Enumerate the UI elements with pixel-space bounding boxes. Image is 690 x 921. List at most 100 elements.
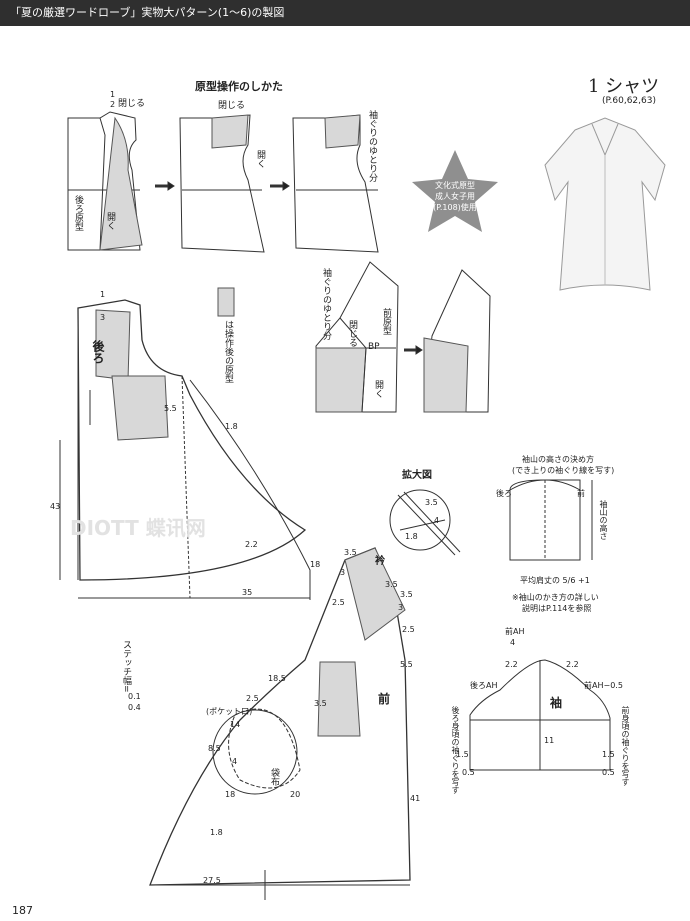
sleeve-cap-front: 前 bbox=[577, 489, 585, 498]
front-manip-block bbox=[315, 261, 491, 413]
back-dim-43: 43 bbox=[50, 502, 61, 511]
sleeve-front-ah: 前AH−0.5 bbox=[584, 681, 623, 690]
sleeve-dim-1-5b: 1.5 bbox=[602, 750, 615, 759]
front-dim-2-5: 2.5 bbox=[332, 598, 345, 607]
front-manip-close: 閉じる bbox=[347, 320, 357, 347]
front-dim-3-5c: 3.5 bbox=[400, 590, 413, 599]
front-dim-3-5a: 3.5 bbox=[344, 548, 357, 557]
watermark: DIOTT 蝶讯网 bbox=[70, 516, 206, 540]
sleeve-note1: ※袖山のかき方の詳しい bbox=[512, 593, 599, 602]
pocket-opening: (ポケット口) bbox=[206, 707, 253, 716]
front-dim-2-5b: 2.5 bbox=[402, 625, 415, 634]
stitch-label: ステッチ幅= bbox=[121, 640, 131, 693]
avg-plus: +1 bbox=[577, 576, 590, 585]
sleeve-dim-1-5a: 1.5 bbox=[456, 750, 469, 759]
front-dim-4: 4 bbox=[232, 757, 238, 766]
sleeve-back-copy: 後ろ身頃の袖ぐりを写す bbox=[451, 706, 460, 794]
step1-close: 閉じる bbox=[118, 99, 146, 109]
section-title: 原型操作のしかた bbox=[195, 80, 283, 93]
front-manip-open: 開く bbox=[373, 380, 383, 398]
pocket-bag: 袋布 bbox=[269, 768, 279, 786]
item-pages: (P.60,62,63) bbox=[602, 96, 656, 106]
front-label: 前 bbox=[378, 692, 391, 706]
front-dim-18-5: 18.5 bbox=[268, 674, 286, 683]
sleeve-label: 袖 bbox=[550, 696, 563, 710]
page-number: 187 bbox=[12, 904, 33, 917]
formula-top: 前AH bbox=[505, 627, 525, 636]
back-panel-label: 後ろ bbox=[91, 340, 105, 364]
star-line: 文化式原型 bbox=[435, 181, 475, 190]
front-dim-8-5: 8.5 bbox=[208, 744, 221, 753]
front-dim-3-5: 3.5 bbox=[314, 699, 327, 708]
back-dim-5-5: 5.5 bbox=[164, 404, 177, 413]
front-panel-drawing bbox=[149, 547, 411, 900]
collar-label: 衿 bbox=[375, 556, 385, 567]
sleeve-dim-2-2b: 2.2 bbox=[566, 660, 579, 669]
sleeve-dim-0-5b: 0.5 bbox=[602, 768, 615, 777]
star-badge bbox=[412, 150, 498, 232]
sleeve-cap-drawing bbox=[509, 479, 593, 561]
formula-bottom: 4 bbox=[510, 638, 516, 647]
sleeve-pattern-drawing bbox=[469, 659, 611, 771]
back-dim-35: 35 bbox=[242, 588, 253, 597]
sleeve-cap-height: 袖山の高さ bbox=[599, 500, 608, 540]
step3-block bbox=[292, 114, 379, 253]
sleeve-back-ah: 後ろAH bbox=[470, 681, 498, 690]
bp-label: BP bbox=[368, 342, 380, 352]
front-dim-3-5b: 3.5 bbox=[385, 580, 398, 589]
sleeve-dim-11: 11 bbox=[544, 736, 555, 745]
front-dim-18: 18 bbox=[225, 790, 236, 799]
step1-open: 開く bbox=[105, 212, 115, 230]
front-dim-3b: 3 bbox=[398, 603, 404, 612]
sleeve-cap-title2: (でき上りの袖ぐり線を写す) bbox=[512, 466, 615, 475]
step2-block bbox=[179, 114, 265, 253]
shirt-photo bbox=[530, 110, 680, 300]
zoom-drawing bbox=[389, 489, 461, 556]
avg-num: 5 bbox=[562, 576, 568, 585]
front-dim-27-5: 27.5 bbox=[203, 876, 221, 885]
front-dim-1-8: 1.8 bbox=[210, 828, 223, 837]
zoom-dim-3-5: 3.5 bbox=[425, 498, 438, 507]
zoom-dim-4: 4 bbox=[434, 516, 440, 525]
step3-ease: 袖ぐりのゆとり分 bbox=[367, 110, 377, 182]
front-dim-14: 14 bbox=[230, 720, 241, 729]
back-dim-1: 1 bbox=[100, 290, 106, 299]
front-manip-label: 前原型 bbox=[381, 308, 391, 335]
step2-open: 開く bbox=[255, 150, 265, 168]
sleeve-note2: 説明はP.114を参照 bbox=[522, 604, 592, 613]
step1-block bbox=[67, 111, 143, 251]
back-dim-2-2: 2.2 bbox=[245, 540, 258, 549]
avg-line: 平均肩丈の 5/6 +1 bbox=[520, 576, 590, 585]
sleeve-front-copy: 前身頃の袖ぐりを写す bbox=[621, 706, 630, 786]
front-manip-ease: 袖ぐりのゆとり分 bbox=[321, 268, 331, 340]
back-panel-drawing bbox=[59, 299, 311, 600]
front-dim-41: 41 bbox=[410, 794, 421, 803]
star-text: 文化式原型 成人女子用 (P.108)使用 bbox=[424, 180, 486, 213]
step1-fraction-den: 2 bbox=[110, 100, 116, 109]
avg-den: 6 bbox=[570, 576, 576, 585]
step1-base-label: 後ろ原型 bbox=[73, 195, 83, 231]
zoom-title: 拡大図 bbox=[402, 470, 432, 481]
page-header: 「夏の厳選ワードローブ」実物大パターン(1〜6)の製図 bbox=[0, 0, 690, 26]
header-title: 「夏の厳選ワードローブ」実物大パターン(1〜6)の製図 bbox=[10, 6, 285, 19]
stitch-value: 0.4 bbox=[128, 703, 141, 712]
step1-fraction-num: 1 bbox=[110, 90, 116, 99]
step2-close: 閉じる bbox=[218, 101, 246, 111]
sleeve-cap-back: 後ろ bbox=[496, 489, 512, 498]
item-title: 1 シャツ bbox=[588, 76, 660, 97]
front-dim-3: 3 bbox=[340, 568, 346, 577]
sleeve-cap-title1: 袖山の高さの決め方 bbox=[522, 455, 594, 464]
front-dim-2-5c: 2.5 bbox=[246, 694, 259, 703]
back-dim-18: 18 bbox=[310, 560, 321, 569]
front-dim-5-5: 5.5 bbox=[400, 660, 413, 669]
stitch-value: 0.1 bbox=[128, 692, 141, 701]
back-dim-1-8: 1.8 bbox=[225, 422, 238, 431]
back-dim-3: 3 bbox=[100, 313, 106, 322]
zoom-dim-1-8: 1.8 bbox=[405, 532, 418, 541]
avg-text: 平均肩丈の bbox=[520, 576, 560, 585]
legend-text: は操作後の原型 bbox=[223, 320, 233, 383]
sleeve-dim-2-2a: 2.2 bbox=[505, 660, 518, 669]
sleeve-dim-0-5a: 0.5 bbox=[462, 768, 475, 777]
front-dim-20: 20 bbox=[290, 790, 301, 799]
